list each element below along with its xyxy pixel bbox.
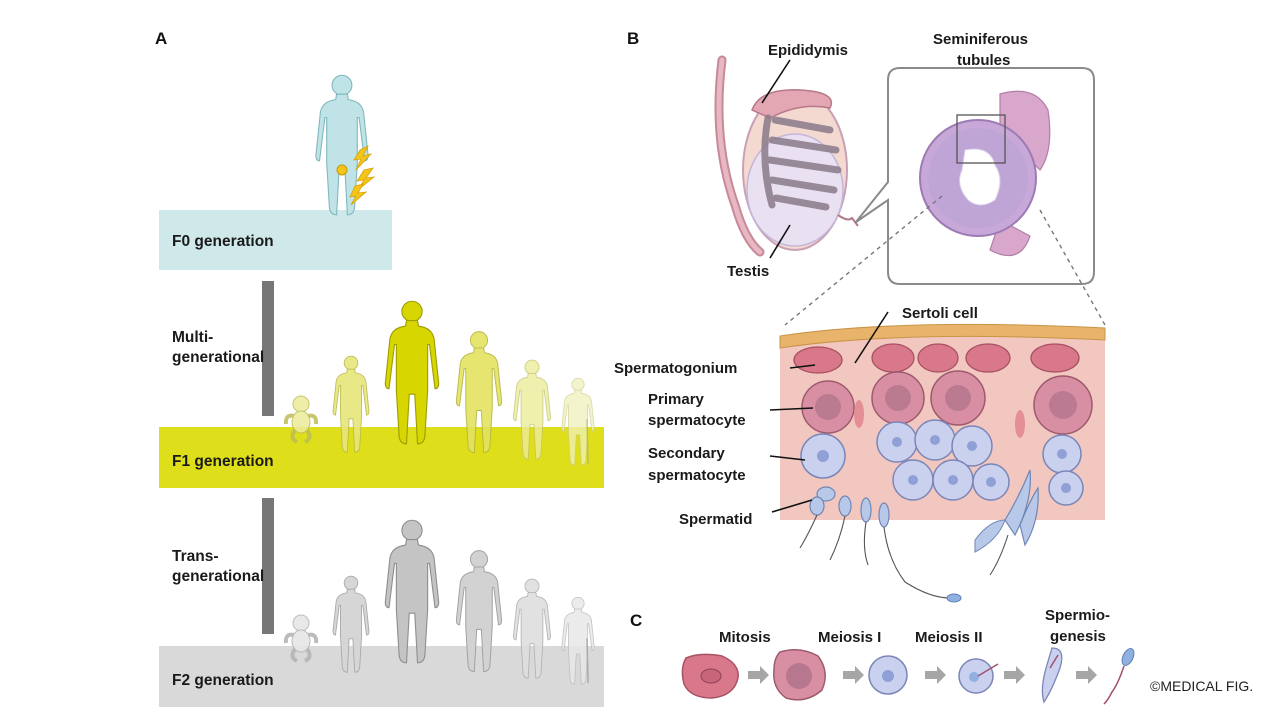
arrow-icon	[1004, 666, 1025, 684]
stage-spermio-label-line1: Spermio-	[1045, 607, 1110, 624]
arrow-icon	[748, 666, 769, 684]
panel-c-label: C	[630, 611, 642, 630]
secondary-leader-line	[769, 455, 806, 461]
secondary-label-line1: Secondary	[648, 445, 725, 462]
f0-label: F0 generation	[172, 233, 274, 250]
trans-label-line2: generational	[172, 568, 264, 585]
exposure-point-icon	[336, 164, 348, 176]
multi-generational-bar	[262, 281, 274, 416]
f1-label: F1 generation	[172, 453, 274, 470]
panel-b-label: B	[627, 29, 639, 48]
panel-a-label: A	[155, 29, 167, 48]
stage-mitosis-cell	[681, 653, 739, 699]
f1-adult-figure	[384, 300, 440, 445]
spermatid-leader-line	[771, 499, 813, 513]
f0-band	[159, 210, 392, 270]
zoom-guide-left	[784, 195, 943, 326]
stage-arrows	[748, 666, 1097, 684]
testis-leader-line	[769, 224, 791, 259]
arrow-icon	[1076, 666, 1097, 684]
secondary-label-line2: spermatocyte	[648, 467, 746, 484]
primary-leader-line	[769, 407, 814, 411]
epididymis-label: Epididymis	[768, 42, 848, 59]
seminiferous-epithelium-detail	[779, 323, 1106, 603]
stage-spermiogenesis-cells	[1041, 647, 1135, 705]
spermatogonium-leader-line	[789, 364, 816, 369]
arrow-icon	[925, 666, 946, 684]
stage-meiosis1-label: Meiosis I	[818, 629, 881, 646]
arrow-icon	[843, 666, 864, 684]
zoom-guide-right	[1039, 209, 1106, 326]
stage-spermio-label-line2: genesis	[1050, 628, 1106, 645]
spermatogonium-label: Spermatogonium	[614, 360, 737, 377]
seminiferous-label-line2: tubules	[957, 52, 1010, 69]
f2-label: F2 generation	[172, 672, 274, 689]
multi-label-line1: Multi-	[172, 329, 213, 346]
sertoli-leader-line	[854, 311, 889, 364]
multi-label-line2: generational	[172, 349, 264, 366]
stage-meiosis2-cell	[868, 655, 908, 695]
trans-generational-bar	[262, 498, 274, 634]
f2-adult-figure	[384, 519, 440, 664]
trans-label-line1: Trans-	[172, 548, 219, 565]
primary-label-line1: Primary	[648, 391, 705, 408]
tubule-cross-section	[919, 90, 1051, 257]
testis-label: Testis	[727, 263, 769, 280]
spermatid-label: Spermatid	[679, 511, 752, 528]
stage-spermatid-cell	[958, 658, 999, 694]
epididymis-leader-line	[761, 59, 791, 104]
stage-meiosis1-cell	[773, 649, 826, 701]
stage-meiosis2-label: Meiosis II	[915, 629, 983, 646]
lightning-icon	[349, 145, 376, 206]
seminiferous-label-line1: Seminiferous	[933, 31, 1028, 48]
credit-text: ©MEDICAL FIG.	[1150, 678, 1253, 694]
testis-illustration	[714, 55, 859, 257]
sertoli-label: Sertoli cell	[902, 305, 978, 322]
stage-mitosis-label: Mitosis	[719, 629, 771, 646]
primary-label-line2: spermatocyte	[648, 412, 746, 429]
